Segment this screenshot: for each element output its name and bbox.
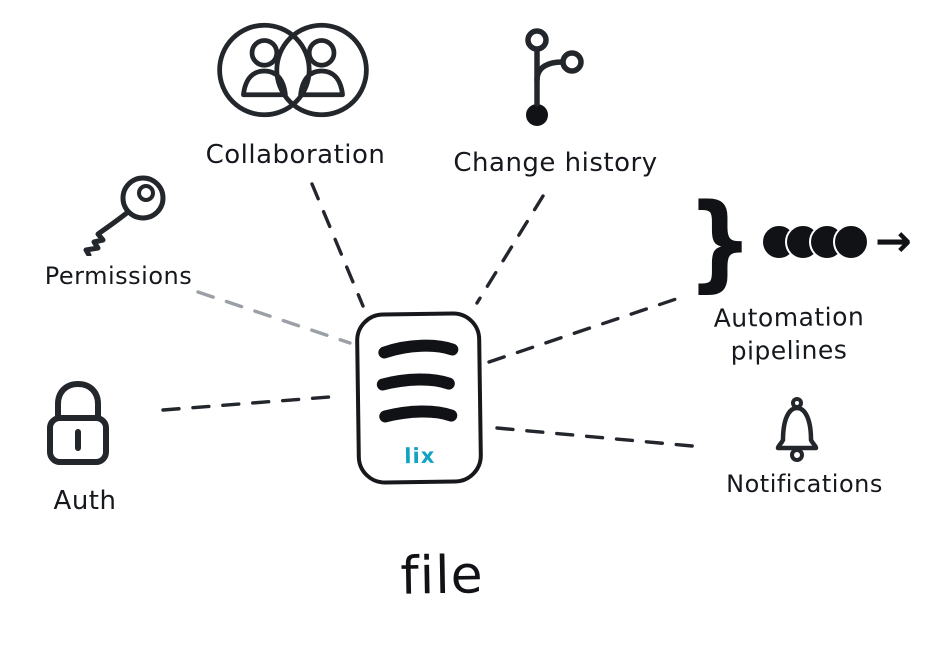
arrow-right-icon: →: [875, 216, 912, 267]
file-card: lix: [354, 311, 484, 485]
automation-label: Automation pipelines: [700, 302, 878, 367]
notifications-node: [768, 396, 826, 464]
change-history-label-text: Change history: [453, 148, 658, 178]
lock-icon: [38, 376, 118, 468]
lix-logo: lix: [404, 443, 436, 469]
curly-brace-icon: }: [686, 181, 754, 303]
automation-label-line2: pipelines: [730, 334, 848, 366]
connector-notifications: [495, 426, 705, 449]
permissions-node: [70, 170, 172, 258]
change-history-node: [521, 28, 587, 128]
file-title: file: [399, 545, 485, 607]
key-icon: [70, 170, 172, 258]
collaboration-label-text: Collaboration: [205, 140, 386, 170]
connector-automation: [487, 295, 684, 364]
connector-permissions: [196, 290, 352, 345]
collaboration-node: [212, 16, 374, 124]
permissions-label-text: Permissions: [44, 262, 193, 290]
automation-label-line1: Automation: [713, 302, 865, 333]
pipeline-icon: [761, 219, 870, 265]
connector-collaboration: [310, 182, 365, 308]
connector-auth: [161, 394, 344, 412]
auth-node: [38, 376, 118, 468]
auth-label: Auth: [40, 486, 130, 516]
connector-change-history: [475, 194, 545, 305]
permissions-label: Permissions: [36, 262, 201, 290]
file-scribble-lines-icon: [370, 335, 468, 452]
notifications-label: Notifications: [712, 470, 897, 498]
collaboration-icon: [212, 16, 374, 124]
change-history-label: Change history: [443, 148, 668, 178]
automation-node: } →: [683, 181, 912, 303]
notifications-label-text: Notifications: [726, 470, 883, 498]
bell-icon: [768, 396, 826, 464]
git-branch-icon: [521, 28, 587, 128]
collaboration-label: Collaboration: [198, 140, 393, 170]
auth-label-text: Auth: [53, 486, 117, 516]
